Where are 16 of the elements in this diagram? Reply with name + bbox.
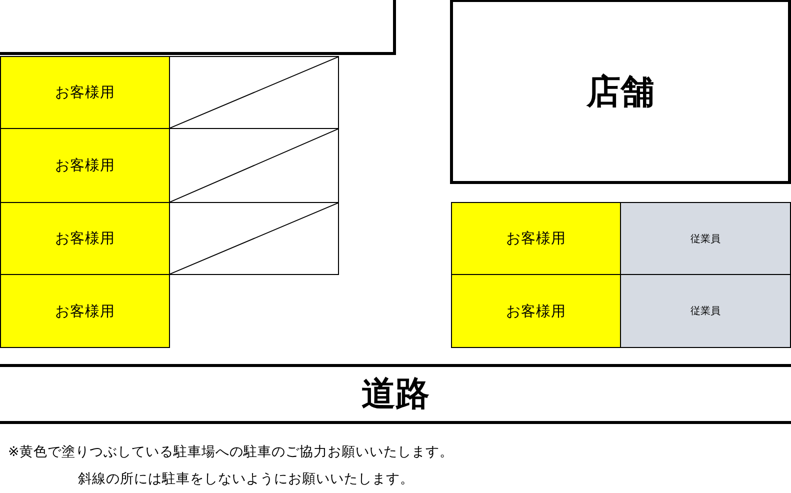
road-band: 道路 xyxy=(0,364,791,424)
hatched-parking-space xyxy=(169,128,339,203)
customer-parking-space: お客様用 xyxy=(0,202,170,275)
note-text: 斜線の所には駐車をしないようにお願いいたします。 xyxy=(78,470,414,488)
customer-parking-space: お客様用 xyxy=(0,56,170,129)
customer-parking-space: お客様用 xyxy=(451,274,621,348)
hatched-parking-space xyxy=(169,202,339,275)
customer-parking-space: お客様用 xyxy=(451,202,621,275)
store-box: 店舗 xyxy=(450,0,791,184)
note-text: ※黄色で塗りつぶしている駐車場への駐車のご協力お願いいたします。 xyxy=(8,443,454,461)
staff-parking-space: 従業員 xyxy=(620,274,791,348)
hatched-parking-space xyxy=(169,56,339,129)
staff-parking-space: 従業員 xyxy=(620,202,791,275)
customer-parking-space: お客様用 xyxy=(0,128,170,203)
customer-parking-space: お客様用 xyxy=(0,274,170,348)
building-outline xyxy=(0,0,396,55)
